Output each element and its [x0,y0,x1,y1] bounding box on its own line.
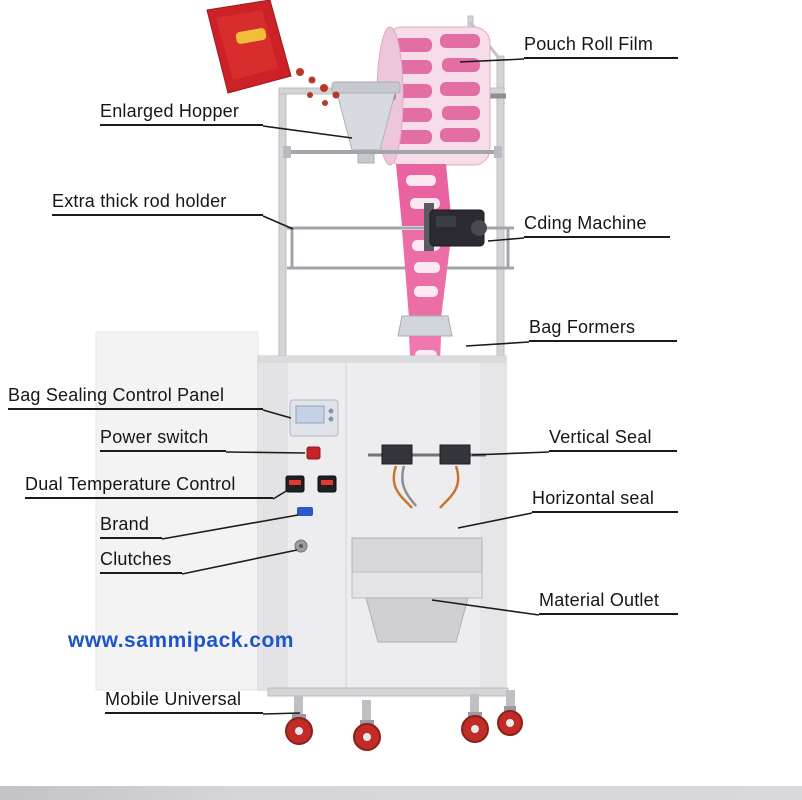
leader-brand [161,514,299,540]
base-frame [267,687,515,726]
label-bag-formers: Bag Formers [529,317,677,342]
label-dual-temperature-control: Dual Temperature Control [25,474,273,499]
leader-rod-holder [262,215,294,230]
label-material-outlet: Material Outlet [539,590,678,615]
brand-logo [297,507,313,516]
casters [285,706,523,751]
label-pouch-roll-film: Pouch Roll Film [524,34,678,59]
leader-pouch-roll-film [459,58,525,63]
label-power-switch: Power switch [100,427,226,452]
control-panel [289,399,339,437]
heater-wires [392,465,460,509]
leader-clutches [181,549,298,575]
label-vertical-seal: Vertical Seal [549,427,677,452]
label-horizontal-seal: Horizontal seal [532,488,678,513]
spilling-contents [296,68,340,106]
label-brand: Brand [100,514,162,539]
power-switch [306,446,321,460]
leader-enlarged-hopper [262,125,353,139]
background-panel [95,331,259,691]
leader-power-switch [225,451,306,454]
label-clutches: Clutches [100,549,182,574]
leader-material-outlet [431,599,540,616]
label-mobile-universal: Mobile Universal [105,689,263,714]
leader-bag-formers [465,341,530,347]
hopper [331,81,401,164]
leader-horizontal-seal [457,512,533,529]
label-bag-sealing-control-panel: Bag Sealing Control Panel [8,385,263,410]
website-url: www.sammipack.com [68,629,294,652]
vertical-seal-unit [368,444,486,465]
snack-pouch [206,0,340,106]
outlet-unit [351,537,483,643]
coding-machine [424,203,487,251]
label-extra-thick-rod-holder: Extra thick rod holder [52,191,263,216]
temperature-controllers [285,475,337,493]
clutch-knob [294,539,308,553]
bag-former [397,315,453,337]
leader-dual-temp [272,489,289,500]
bottom-bar [0,786,802,800]
leader-mobile-universal [262,712,301,715]
label-enlarged-hopper: Enlarged Hopper [100,101,263,126]
leader-cding-machine [487,237,525,242]
label-cding-machine: Cding Machine [524,213,670,238]
leader-vertical-seal [471,451,550,456]
leader-control-panel [262,409,292,419]
